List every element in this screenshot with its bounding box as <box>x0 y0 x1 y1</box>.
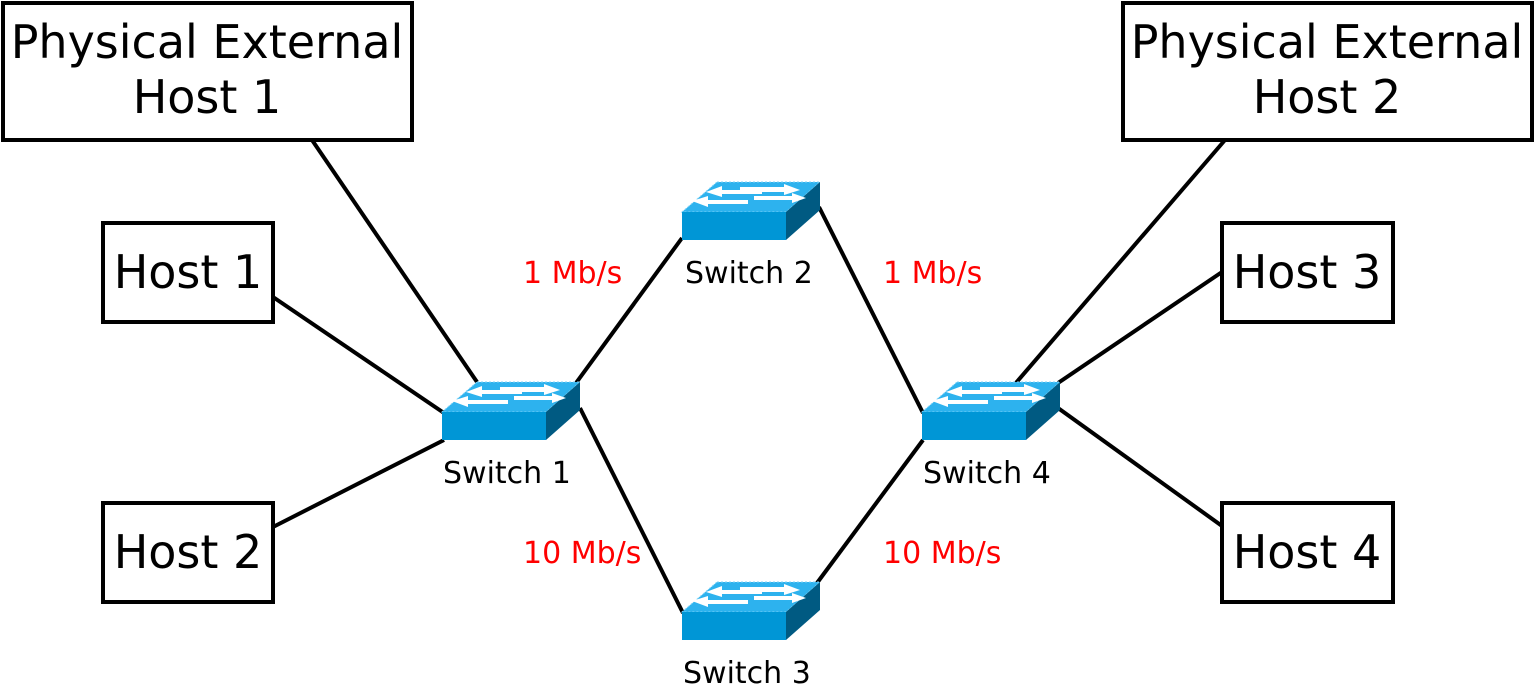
link-host3-switch4 <box>1056 270 1224 385</box>
host-label: Host 4 <box>1233 525 1382 579</box>
link-host2-switch1 <box>272 438 445 529</box>
switch-label: Switch 2 <box>685 256 813 291</box>
link-host4-switch4 <box>1056 406 1224 528</box>
host-external-2: Physical External Host 2 <box>1121 1 1534 142</box>
host-label-line1: Physical External <box>11 15 404 69</box>
host-box <box>1 1 414 142</box>
network-switch-icon <box>921 381 1061 441</box>
host-label-line1: Physical External <box>1131 15 1524 69</box>
link-switch3-switch4 <box>815 438 925 585</box>
switch-4: Switch 4 <box>921 381 1061 491</box>
host-label-line2: Host 2 <box>1253 70 1402 124</box>
links <box>271 138 1227 614</box>
link-switch1-switch3 <box>578 407 685 614</box>
host-label: Host 3 <box>1233 245 1382 299</box>
link-speed-switch1-switch3: 10 Mb/s <box>523 536 641 571</box>
switch-3: Switch 3 <box>681 581 821 689</box>
host-box <box>101 501 275 604</box>
host-label-line2: Host 1 <box>133 70 282 124</box>
link-switch1-switch2 <box>574 236 684 385</box>
network-switch-icon <box>681 181 821 241</box>
host-external-1: Physical External Host 1 <box>1 1 414 142</box>
host-label: Host 2 <box>114 525 263 579</box>
host-2: Host 2 <box>101 501 275 604</box>
switch-label: Switch 3 <box>683 656 811 689</box>
link-host1-switch1 <box>271 295 446 415</box>
link-speed-switch3-switch4: 10 Mb/s <box>883 536 1001 571</box>
host-1: Host 1 <box>101 221 275 324</box>
network-switch-icon <box>441 381 581 441</box>
host-box <box>1220 501 1395 604</box>
switch-label: Switch 4 <box>923 456 1051 491</box>
switch-1: Switch 1 <box>441 381 581 491</box>
host-3: Host 3 <box>1220 221 1395 324</box>
host-box <box>1121 1 1534 142</box>
switch-2: Switch 2 <box>681 181 821 291</box>
link-speed-switch2-switch4: 1 Mb/s <box>883 256 982 291</box>
host-box <box>1220 221 1395 324</box>
host-label: Host 1 <box>114 245 263 299</box>
host-4: Host 4 <box>1220 501 1395 604</box>
link-switch2-switch4 <box>817 206 925 414</box>
network-switch-icon <box>681 581 821 641</box>
switch-label: Switch 1 <box>443 456 571 491</box>
link-speed-switch1-switch2: 1 Mb/s <box>523 256 622 291</box>
host-box <box>101 221 275 324</box>
link-ext2-switch4 <box>1013 138 1227 386</box>
link-ext1-switch1 <box>310 138 479 384</box>
